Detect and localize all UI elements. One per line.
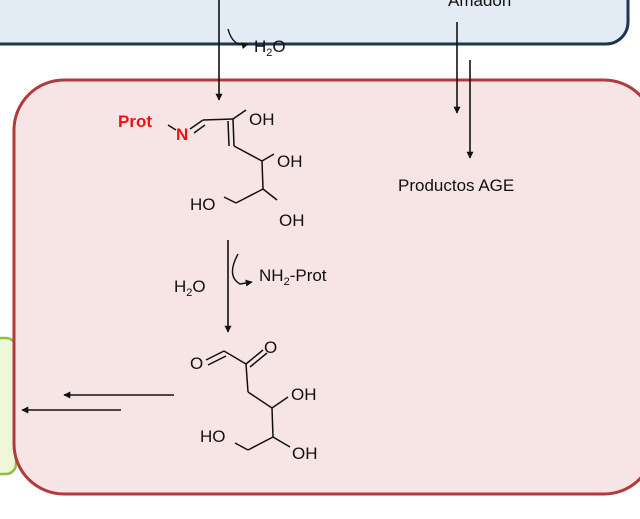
imine-nitrogen: N — [176, 125, 188, 144]
dicarbonyl-o-2: O — [264, 338, 277, 357]
water-label-top: H2O — [254, 37, 286, 59]
water-label-step2: H2O — [174, 277, 206, 299]
prot-label: Prot — [118, 112, 152, 131]
imine-oh-3: OH — [279, 211, 305, 230]
top-compartment-box — [0, 0, 630, 46]
water-release-arrow-top — [227, 28, 249, 50]
imine-structure — [167, 109, 278, 204]
amine-label-step2: NH2-Prot — [259, 266, 327, 288]
dicarbonyl-oh-2: OH — [292, 444, 318, 463]
amine-release-arrow — [231, 253, 253, 287]
dicarbonyl-oh-1: OH — [291, 385, 317, 404]
amadori-label: Amadori — [448, 0, 511, 10]
imine-oh-2: OH — [277, 152, 303, 171]
dicarbonyl-ho: HO — [200, 427, 226, 446]
dicarbonyl-structure — [205, 349, 291, 451]
main-compartment-box — [12, 78, 640, 496]
products-age-label: Productos AGE — [398, 176, 514, 195]
imine-ho: HO — [190, 195, 216, 214]
imine-oh-1: OH — [249, 110, 275, 129]
dicarbonyl-o-1: O — [190, 354, 203, 373]
